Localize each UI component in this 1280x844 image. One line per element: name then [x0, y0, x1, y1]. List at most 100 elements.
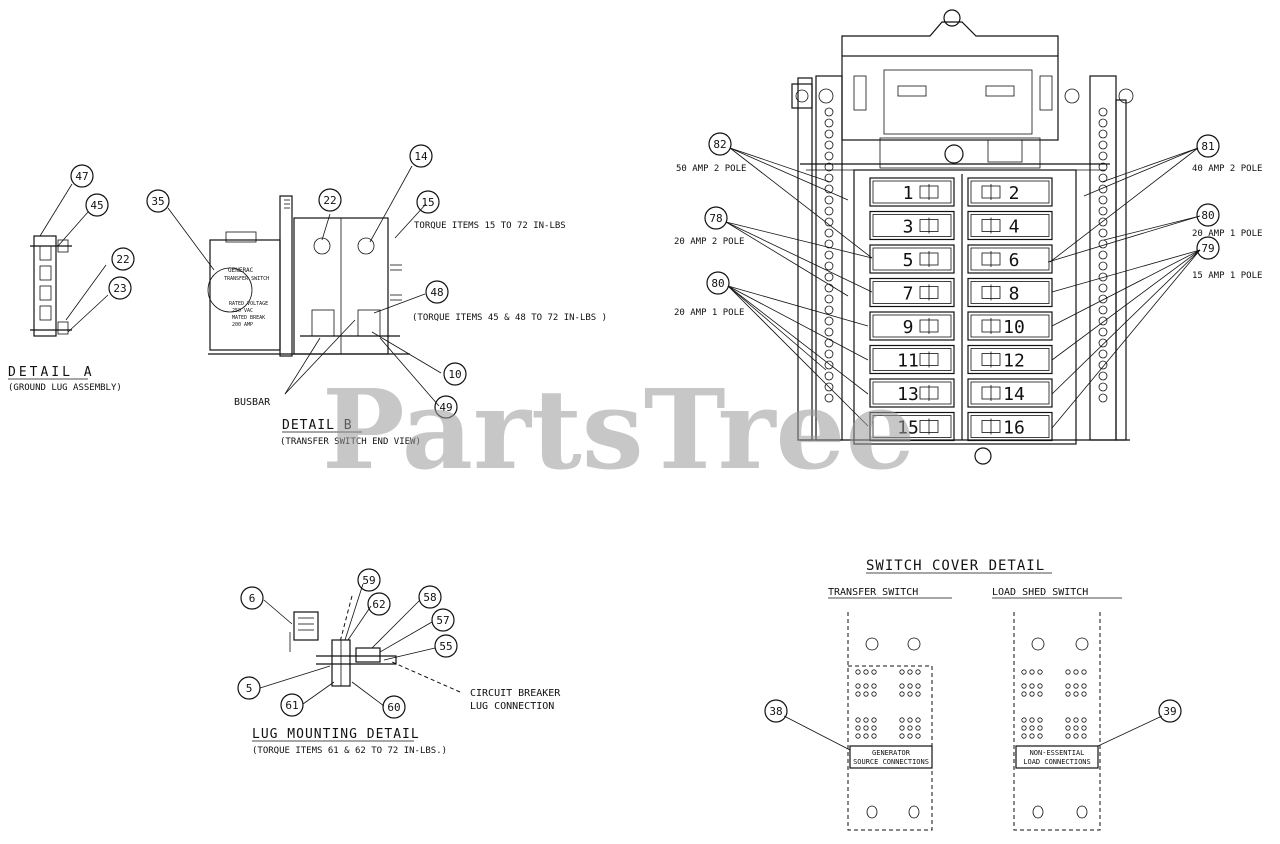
vent-hole — [1029, 683, 1035, 689]
breaker-6: 6 — [967, 244, 1053, 274]
switch-cover-detail: SWITCH COVER DETAIL TRANSFER SWITCH LOAD… — [764, 558, 1182, 831]
svg-text:39: 39 — [1163, 705, 1176, 718]
callout-39: 39 — [1158, 699, 1182, 723]
svg-text:5: 5 — [246, 682, 253, 695]
vent-hole — [907, 691, 913, 697]
ground-screw — [824, 239, 834, 249]
vent-hole — [1029, 691, 1035, 697]
vent-hole — [1073, 683, 1079, 689]
breaker-8: 8 — [967, 277, 1053, 308]
vent-hole — [1081, 717, 1087, 723]
vent-hole — [863, 691, 869, 697]
breaker-1: 1 — [869, 177, 955, 207]
label-15-amp-1-pole: 15 AMP 1 POLE — [1192, 271, 1262, 281]
callout-80-left: 80 — [706, 271, 730, 295]
transfer-switch-end-view: GENERAC TRANSFER SWITCH RATED VOLTAGE 25… — [146, 144, 607, 447]
ground-screw — [1098, 283, 1108, 293]
ground-screw — [824, 250, 834, 260]
vent-hole — [1029, 669, 1035, 675]
breaker-number: 8 — [1009, 284, 1020, 305]
breaker-2: 2 — [967, 177, 1053, 207]
vent-hole — [1073, 725, 1079, 731]
vent-hole — [871, 725, 877, 731]
ground-screw — [1098, 184, 1108, 194]
callout-38: 38 — [764, 699, 788, 723]
vent-hole — [1065, 733, 1071, 739]
callout-45: 45 — [85, 193, 109, 217]
ground-screw — [1098, 327, 1108, 337]
svg-text:48: 48 — [430, 286, 443, 299]
right-ground-bar — [1098, 107, 1108, 403]
label-20-amp-2-pole: 20 AMP 2 POLE — [674, 237, 744, 247]
ground-screw — [824, 327, 834, 337]
vent-hole — [899, 669, 905, 675]
vent-hole — [899, 691, 905, 697]
ground-screw — [1098, 382, 1108, 392]
ground-screw — [824, 338, 834, 348]
callout-78: 78 — [704, 206, 728, 230]
ground-screw — [1098, 162, 1108, 172]
vent-hole — [1081, 669, 1087, 675]
ground-screw — [1098, 228, 1108, 238]
torque-note-2: (TORQUE ITEMS 45 & 48 TO 72 IN-LBS ) — [412, 313, 607, 323]
breaker-9: 9 — [869, 311, 955, 341]
ground-screw — [824, 371, 834, 381]
callout-35: 35 — [146, 189, 170, 213]
callout-60: 60 — [382, 695, 406, 719]
vent-hole — [1065, 717, 1071, 723]
svg-text:78: 78 — [709, 212, 722, 225]
ground-screw — [824, 107, 834, 117]
svg-text:22: 22 — [116, 253, 129, 266]
detail-b-title: DETAIL B — [282, 418, 353, 433]
vent-hole — [871, 683, 877, 689]
callout-58: 58 — [418, 585, 442, 609]
svg-text:57: 57 — [436, 614, 449, 627]
ground-screw — [1098, 360, 1108, 370]
callout-22b: 22 — [318, 188, 342, 212]
ground-screw — [824, 382, 834, 392]
breaker-5: 5 — [869, 244, 955, 274]
breaker-16: 16 — [967, 411, 1053, 442]
vent-hole — [855, 691, 861, 697]
svg-text:62: 62 — [372, 598, 385, 611]
breaker-number: 14 — [1003, 384, 1025, 405]
vent-hole — [899, 725, 905, 731]
switch-cover-title: SWITCH COVER DETAIL — [866, 558, 1045, 574]
vent-hole — [871, 717, 877, 723]
ground-screw — [1098, 338, 1108, 348]
label-50-amp-2-pole: 50 AMP 2 POLE — [676, 164, 746, 174]
svg-text:22: 22 — [323, 194, 336, 207]
vent-hole — [1029, 717, 1035, 723]
non-essential-label-2: LOAD CONNECTIONS — [1023, 758, 1090, 766]
vent-hole — [1081, 683, 1087, 689]
vent-hole — [1065, 691, 1071, 697]
lug-note-2: LUG CONNECTION — [470, 701, 554, 712]
ground-screw — [824, 162, 834, 172]
callout-80-right: 80 — [1196, 203, 1220, 227]
ground-screw — [1098, 239, 1108, 249]
svg-text:49: 49 — [439, 401, 452, 414]
vent-hole — [899, 683, 905, 689]
detail-a-title: DETAIL A — [8, 365, 95, 380]
vent-hole — [1065, 669, 1071, 675]
relay-label-3: RATED VOLTAGE — [229, 301, 268, 307]
ground-screw — [824, 305, 834, 315]
ground-lug-detail: 47 45 22 23 DETAIL A (GROUND LUG ASSEMBL… — [8, 164, 135, 393]
breaker-number: 13 — [897, 384, 919, 405]
vent-hole — [863, 717, 869, 723]
detail-b-subtitle: (TRANSFER SWITCH END VIEW) — [280, 437, 421, 447]
detail-a-subtitle: (GROUND LUG ASSEMBLY) — [8, 383, 122, 393]
ground-screw — [824, 272, 834, 282]
relay-label-6: 200 AMP — [232, 322, 253, 328]
ground-screw — [1098, 217, 1108, 227]
cover-dots-right — [1021, 669, 1087, 739]
callout-82: 82 — [708, 132, 732, 156]
callout-55: 55 — [434, 634, 458, 658]
ground-screw — [1098, 206, 1108, 216]
ground-screw — [1098, 316, 1108, 326]
relay-label-2: TRANSFER SWITCH — [224, 276, 269, 282]
lug-detail-title: LUG MOUNTING DETAIL — [252, 727, 420, 742]
load-shed-switch-title: LOAD SHED SWITCH — [992, 587, 1088, 598]
